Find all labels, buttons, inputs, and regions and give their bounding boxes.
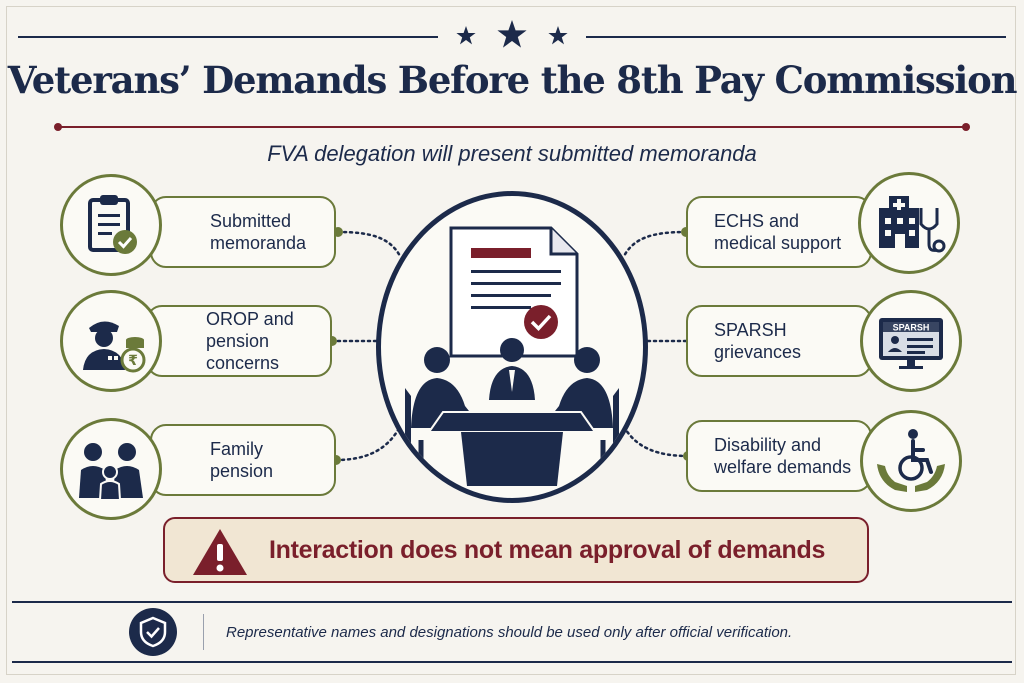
item-label: Submitted memoranda [210, 211, 307, 253]
item-label: Family pension [210, 439, 274, 481]
meeting-document-icon [376, 191, 648, 503]
underline-dot-left [54, 123, 62, 131]
monitor-sparsh-icon: SPARSH [860, 290, 962, 392]
title-underline [58, 126, 966, 128]
subtitle: FVA delegation will present submitted me… [267, 141, 757, 166]
item-label: Disability and welfare demands [714, 435, 852, 477]
item-orop-pension: OROP and pension concerns [146, 305, 332, 377]
footer-separator [203, 614, 204, 650]
header-rule-right [586, 36, 1006, 38]
item-family-pension: Family pension [150, 424, 336, 496]
item-echs-medical: ECHS and medical support [686, 196, 872, 268]
sparsh-screen-text: SPARSH [893, 323, 930, 333]
frame [6, 6, 1016, 675]
svg-text:₹: ₹ [128, 353, 138, 369]
underline-dot-right [962, 123, 970, 131]
stars-icon [456, 20, 568, 48]
footer-rule-bottom [12, 661, 1012, 663]
family-icon [60, 418, 162, 520]
header-rule-left [18, 36, 438, 38]
footer-rule-top [12, 601, 1012, 603]
item-submitted-memoranda: Submitted memoranda [150, 196, 336, 268]
item-label: ECHS and medical support [714, 211, 842, 253]
footer-note: Representative names and designations sh… [226, 624, 793, 641]
hospital-stethoscope-icon [858, 172, 960, 274]
item-sparsh-grievances: SPARSH grievances [686, 305, 872, 377]
item-label: OROP and pension concerns [206, 309, 294, 373]
shield-check-icon [129, 608, 177, 656]
item-label: SPARSH grievances [714, 320, 802, 362]
page-title: Veterans’ Demands Before the 8th Pay Com… [7, 58, 1018, 102]
item-disability-welfare: Disability and welfare demands [686, 420, 872, 492]
clipboard-check-icon [60, 174, 162, 276]
wheelchair-hands-icon [860, 410, 962, 512]
warning-text: Interaction does not mean approval of de… [269, 536, 826, 564]
veteran-rupee-icon: ₹ [60, 290, 162, 392]
warning-triangle-icon [193, 529, 247, 575]
warning-banner: Interaction does not mean approval of de… [163, 517, 869, 583]
